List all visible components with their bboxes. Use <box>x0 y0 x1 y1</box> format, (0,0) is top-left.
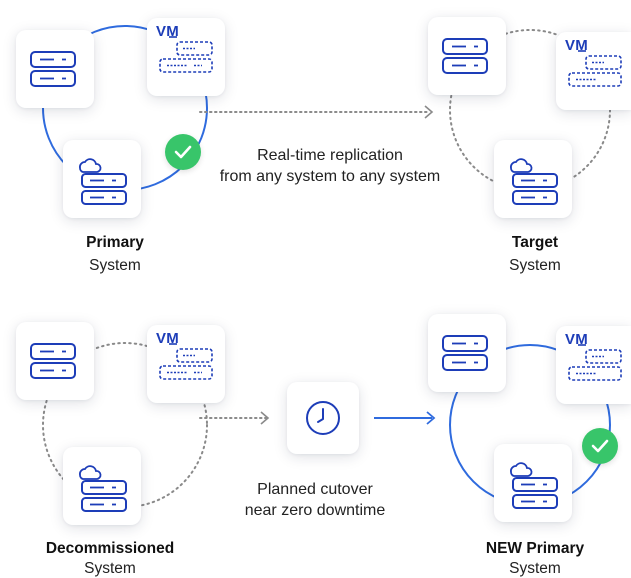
replication-caption-line1: Real-time replication <box>257 147 403 164</box>
primary-server-card <box>16 30 94 108</box>
clock-card <box>287 382 359 454</box>
decommissioned-server-card <box>16 322 94 400</box>
new-primary-vm-card: VM <box>556 326 631 404</box>
decommissioned-cloud-card <box>63 447 141 525</box>
replication-caption-line2: from any system to any system <box>219 168 441 185</box>
vm-label: VM <box>565 37 589 54</box>
primary-cloud-card <box>63 140 141 218</box>
vm-label: VM <box>565 331 589 348</box>
cloud-server-icon <box>510 462 558 509</box>
new-primary-system-subtitle: System <box>509 560 561 577</box>
decommissioned-system-title: Decommissioned <box>45 540 175 557</box>
primary-system-subtitle: System <box>89 257 141 274</box>
server-icon <box>30 51 76 87</box>
decommissioned-vm-card: VM <box>147 325 225 403</box>
cutover-caption-line2: near zero downtime <box>244 502 386 519</box>
primary-vm-card: VM <box>147 18 225 96</box>
cloud-server-icon <box>510 158 558 205</box>
target-cloud-card <box>494 140 572 218</box>
cloud-server-icon <box>79 465 127 512</box>
target-server-card <box>428 17 506 95</box>
vm-icon <box>568 344 622 381</box>
check-icon <box>165 134 201 170</box>
decommissioned-system-subtitle: System <box>84 560 136 577</box>
new-primary-server-card <box>428 314 506 392</box>
vm-icon <box>568 50 622 87</box>
check-icon <box>582 428 618 464</box>
vm-icon <box>159 343 213 380</box>
cloud-server-icon <box>79 158 127 205</box>
clock-icon <box>306 401 340 435</box>
server-icon <box>30 343 76 379</box>
new-primary-system-title: NEW Primary <box>485 540 585 557</box>
primary-system-title: Primary <box>86 234 144 251</box>
new-primary-cloud-card <box>494 444 572 522</box>
target-system-title: Target <box>511 234 559 251</box>
vm-icon <box>159 36 213 73</box>
target-system-subtitle: System <box>509 257 561 274</box>
target-ring <box>449 29 611 191</box>
vm-label: VM <box>156 330 180 347</box>
target-vm-card: VM <box>556 32 631 110</box>
server-icon <box>442 38 488 74</box>
cutover-caption-line1: Planned cutover <box>257 481 373 498</box>
server-icon <box>442 335 488 371</box>
vm-label: VM <box>156 23 180 40</box>
